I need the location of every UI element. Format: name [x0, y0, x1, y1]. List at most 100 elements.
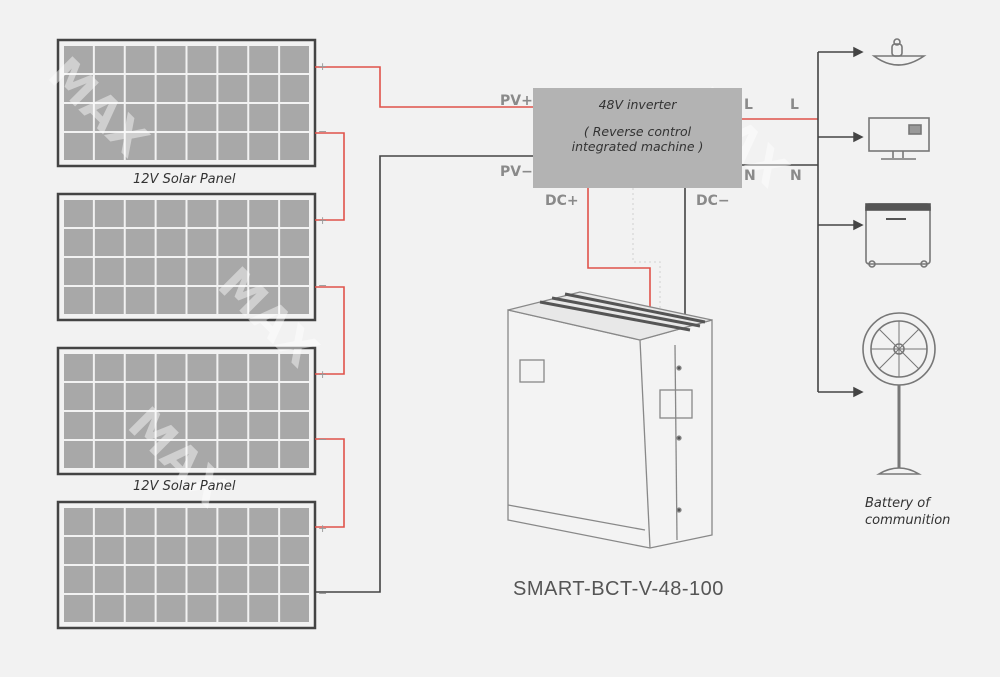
solar-panel — [56, 192, 317, 322]
solar-cell — [125, 537, 155, 564]
solar-cell — [280, 354, 309, 381]
solar-cell — [64, 46, 93, 73]
solar-cell — [94, 133, 124, 160]
solar-cell — [125, 566, 155, 593]
solar-cell — [94, 229, 124, 256]
solar-cell — [280, 104, 309, 131]
solar-cell — [249, 383, 279, 410]
solar-cell — [64, 441, 93, 468]
solar-cell — [125, 200, 155, 227]
panel-terminal-minus: − — [318, 125, 328, 138]
solar-cell — [249, 508, 279, 535]
comm-line — [632, 188, 661, 340]
solar-cell — [249, 46, 279, 73]
terminal-pv-plus: PV+ — [500, 93, 533, 109]
solar-cell — [125, 258, 155, 285]
solar-cell — [125, 75, 155, 102]
solar-cell — [94, 566, 124, 593]
solar-cell — [187, 383, 217, 410]
tv-icon — [868, 117, 930, 160]
solar-cell — [64, 229, 93, 256]
solar-cell — [64, 595, 93, 622]
solar-cell — [94, 537, 124, 564]
solar-cell — [125, 287, 155, 314]
solar-cell — [94, 258, 124, 285]
solar-cell — [187, 229, 217, 256]
solar-cell — [249, 595, 279, 622]
solar-cell — [156, 537, 186, 564]
solar-cell — [156, 46, 186, 73]
panel-terminal-minus: − — [318, 433, 328, 446]
solar-cell — [218, 537, 248, 564]
solar-cell — [218, 508, 248, 535]
wire-series-1-2 — [315, 132, 345, 221]
inverter-title: 48V inverter — [598, 97, 677, 112]
solar-cell — [249, 200, 279, 227]
solar-cell — [218, 46, 248, 73]
terminal-dc-plus: DC+ — [545, 193, 579, 209]
terminal-n-in: N — [744, 168, 756, 184]
solar-cell — [64, 200, 93, 227]
solar-cell — [218, 383, 248, 410]
terminal-dc-minus: DC− — [696, 193, 730, 209]
solar-cell — [156, 595, 186, 622]
wire-series-3-4 — [315, 438, 345, 528]
solar-cell — [125, 412, 155, 439]
solar-cell — [218, 104, 248, 131]
solar-cell — [187, 104, 217, 131]
solar-cell — [64, 412, 93, 439]
solar-cell — [280, 229, 309, 256]
terminal-l-in: L — [744, 97, 753, 113]
solar-cell — [156, 383, 186, 410]
panel-label-3: 12V Solar Panel — [133, 479, 236, 494]
solar-cell — [94, 595, 124, 622]
solar-cell — [218, 229, 248, 256]
solar-cell — [280, 508, 309, 535]
solar-cell — [94, 354, 124, 381]
solar-cell — [94, 383, 124, 410]
solar-cell — [249, 104, 279, 131]
solar-cell — [249, 354, 279, 381]
solar-cell — [94, 200, 124, 227]
solar-cell — [125, 133, 155, 160]
solar-cell — [280, 133, 309, 160]
solar-cell — [249, 537, 279, 564]
solar-cell — [280, 441, 309, 468]
panel-terminal-minus: − — [318, 587, 328, 600]
solar-cell — [156, 412, 186, 439]
solar-cell — [125, 104, 155, 131]
solar-cell — [280, 46, 309, 73]
wire-panel4-minus-to-pv-minus — [315, 155, 533, 593]
battery-model-label: SMART-BCT-V-48-100 — [513, 578, 724, 600]
fan-icon — [862, 312, 936, 475]
ceiling-lamp-icon — [871, 38, 927, 66]
solar-cell — [94, 441, 124, 468]
panel-terminal-plus: + — [318, 214, 328, 227]
loads-caption-1: Battery of — [865, 496, 930, 511]
solar-cell — [94, 75, 124, 102]
solar-cell — [218, 595, 248, 622]
terminal-l-out: L — [790, 97, 799, 113]
solar-cell — [64, 508, 93, 535]
solar-cell — [94, 104, 124, 131]
solar-cell — [156, 441, 186, 468]
solar-cell — [94, 412, 124, 439]
solar-cell — [156, 200, 186, 227]
solar-cell — [156, 104, 186, 131]
solar-cell — [156, 508, 186, 535]
solar-cell — [156, 229, 186, 256]
solar-cell — [125, 354, 155, 381]
solar-cell — [156, 566, 186, 593]
solar-cell — [218, 441, 248, 468]
solar-cell — [64, 104, 93, 131]
solar-cell — [125, 595, 155, 622]
terminal-pv-minus: PV− — [500, 164, 533, 180]
solar-panel — [56, 38, 317, 168]
solar-cell — [64, 133, 93, 160]
loads-caption-2: communition — [865, 513, 951, 528]
solar-cell — [125, 383, 155, 410]
solar-cell — [156, 287, 186, 314]
load-arrows — [818, 46, 864, 398]
